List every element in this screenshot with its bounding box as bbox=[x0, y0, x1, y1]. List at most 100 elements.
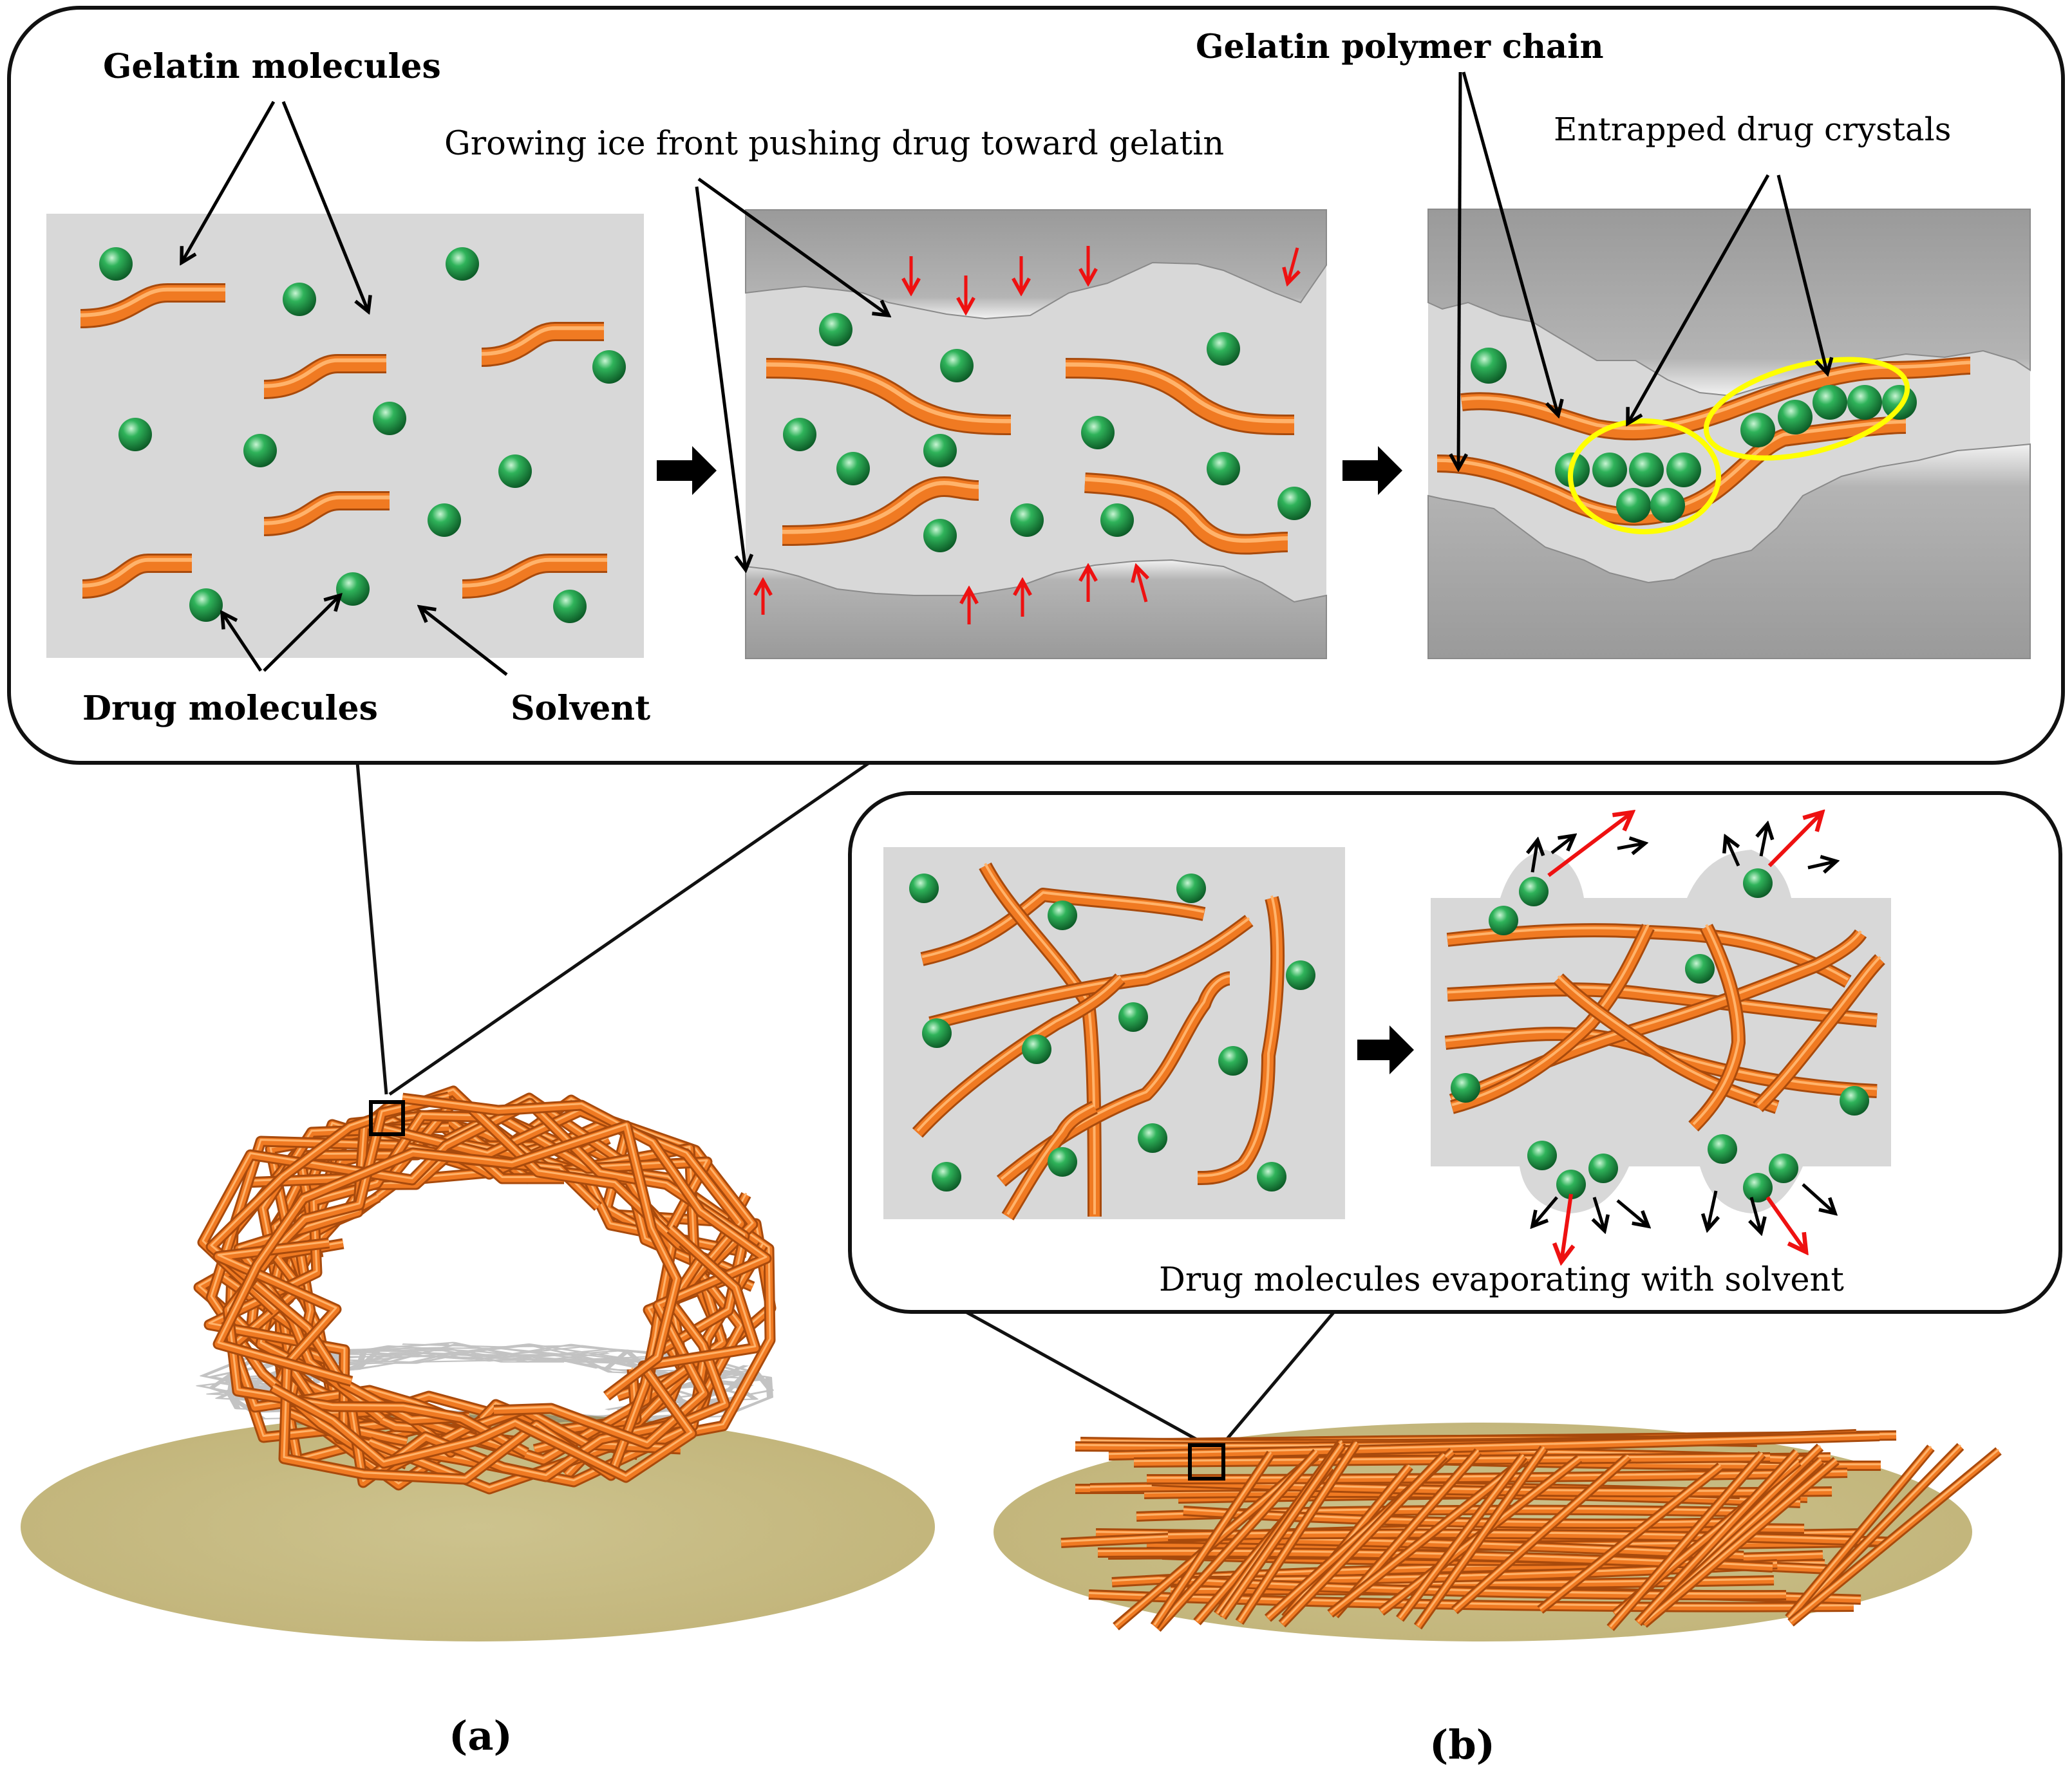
caption-b: (b) bbox=[1429, 1721, 1495, 1768]
scaffold-fiber-highlight bbox=[402, 1096, 768, 1444]
drug-molecule bbox=[1740, 413, 1775, 447]
drug-molecule bbox=[1048, 901, 1077, 930]
zoom-box-b bbox=[1188, 1443, 1225, 1481]
drug-molecule bbox=[1138, 1123, 1167, 1153]
bottom-callout-pointer bbox=[965, 1310, 1335, 1449]
panel-ice-front bbox=[745, 209, 1327, 659]
ice-front-bottom bbox=[745, 559, 1327, 659]
solvent-panel bbox=[1431, 850, 1891, 1213]
gelatin-molecule-highlight bbox=[782, 481, 979, 534]
drug-molecule bbox=[1451, 1073, 1480, 1103]
mat-fiber bbox=[1328, 1456, 1528, 1616]
mat-fiber-highlight bbox=[1281, 1453, 1446, 1624]
drug-molecules-group bbox=[783, 313, 1311, 552]
drug-molecule bbox=[1769, 1154, 1798, 1183]
drug-molecule bbox=[1743, 1173, 1773, 1202]
gelatin-fiber bbox=[1447, 984, 1878, 1025]
drug-molecule bbox=[1176, 874, 1206, 903]
gelatin-fiber bbox=[928, 916, 1252, 1029]
fiber-cage-3d bbox=[193, 1085, 777, 1495]
gelatin-fibers-group bbox=[912, 862, 1285, 1220]
top-label-pointers bbox=[182, 71, 1827, 676]
drug-molecule bbox=[1629, 453, 1664, 487]
mat-fiber-highlight bbox=[1238, 1441, 1358, 1622]
panel-solution bbox=[883, 847, 1345, 1220]
drug-molecule bbox=[1118, 1002, 1148, 1032]
gelatin-fiber-highlight bbox=[930, 917, 1250, 1023]
drug-molecule bbox=[1743, 868, 1773, 898]
gelatin-molecule-highlight bbox=[481, 326, 604, 356]
gelatin-molecule-highlight bbox=[82, 557, 192, 588]
drug-molecule bbox=[189, 588, 223, 622]
ice-push-arrows bbox=[763, 246, 1297, 624]
mat-fiber-highlight bbox=[1643, 1458, 1837, 1624]
mat-fiber-highlight bbox=[1787, 1446, 1932, 1618]
drug-molecule bbox=[1207, 452, 1240, 485]
mat-fiber bbox=[1789, 1448, 2001, 1625]
mat-fiber-highlight bbox=[1454, 1454, 1629, 1611]
evaporation-arrow-icon bbox=[1617, 843, 1645, 848]
drug-molecule bbox=[1708, 1134, 1737, 1164]
top-callout-pointer bbox=[355, 761, 871, 1096]
scaffold-fiber-highlight bbox=[232, 1241, 681, 1449]
gelatin-molecule bbox=[782, 478, 979, 544]
evaporation-arrow-icon bbox=[1547, 812, 1632, 877]
evaporation-arrow-icon bbox=[1726, 837, 1740, 867]
drug-molecule bbox=[1778, 400, 1813, 435]
mat-fiber-highlight bbox=[1399, 1454, 1525, 1618]
gelatin-fiber bbox=[921, 890, 1205, 964]
evaporation-arrow-icon bbox=[1708, 1190, 1716, 1229]
gelatin-fiber-highlight bbox=[916, 975, 1122, 1132]
mat-fiber-highlight bbox=[1088, 1592, 1854, 1607]
drug-molecule bbox=[1257, 1162, 1286, 1192]
drug-molecule bbox=[1840, 1086, 1869, 1116]
label-gelatin-polymer-chain: Gelatin polymer chain bbox=[1196, 28, 1604, 66]
drug-molecule bbox=[1588, 1154, 1618, 1183]
drug-molecule bbox=[1847, 385, 1882, 420]
drug-molecule bbox=[373, 402, 406, 435]
evaporation-arrow-icon bbox=[1532, 840, 1538, 873]
drug-molecule bbox=[1022, 1034, 1051, 1064]
scaffold-fiber-highlight bbox=[217, 1240, 656, 1479]
gelatin-molecule bbox=[263, 356, 386, 397]
gelatin-fiber bbox=[1554, 975, 1779, 1112]
gelatin-molecule bbox=[82, 555, 192, 597]
drug-molecules-group bbox=[1451, 868, 1869, 1202]
drug-molecule bbox=[940, 349, 974, 382]
evaporation-arrow-icon bbox=[1594, 1197, 1605, 1231]
evaporation-arrow-icon bbox=[1616, 1199, 1648, 1226]
zoom-box-a bbox=[369, 1100, 405, 1136]
scaffold-fiber-highlight bbox=[272, 1226, 757, 1477]
drug-molecule bbox=[1471, 348, 1507, 384]
drug-molecule bbox=[498, 454, 532, 488]
gelatin-fiber-highlight bbox=[921, 891, 1205, 958]
gelatin-fiber-highlight bbox=[1557, 975, 1778, 1107]
gelatin-fiber-highlight bbox=[1447, 986, 1878, 1020]
mat-fiber-highlight bbox=[1637, 1450, 1798, 1623]
drug-molecule bbox=[1592, 453, 1627, 487]
drug-molecule bbox=[1813, 385, 1847, 420]
scaffold-fiber bbox=[205, 1112, 711, 1428]
mat-fiber-highlight bbox=[1790, 1448, 1999, 1623]
drug-molecule bbox=[1081, 416, 1115, 449]
drug-molecule bbox=[1010, 503, 1044, 537]
panel-dispersed bbox=[46, 214, 644, 658]
gelatin-molecule-highlight bbox=[263, 358, 386, 388]
drug-molecule bbox=[1218, 1046, 1248, 1076]
drug-molecule bbox=[932, 1162, 961, 1192]
scaffold-fiber-highlight bbox=[210, 1089, 681, 1420]
drug-molecule bbox=[1666, 453, 1701, 487]
gelatin-molecule bbox=[766, 360, 1012, 433]
drug-molecule bbox=[923, 434, 957, 467]
ice-push-arrow-icon bbox=[1136, 566, 1146, 603]
drug-molecules-group bbox=[909, 874, 1315, 1192]
drug-molecule bbox=[819, 313, 852, 346]
mat-fiber-highlight bbox=[1797, 1444, 1962, 1612]
drug-molecule bbox=[99, 247, 133, 281]
process-arrow-icon bbox=[1357, 1025, 1414, 1074]
scaffold-b bbox=[994, 1423, 2002, 1641]
evaporation-arrows bbox=[1532, 812, 1836, 1262]
process-arrow-icon bbox=[1342, 446, 1402, 495]
gelatin-molecule bbox=[1065, 360, 1295, 433]
panel-evaporated bbox=[1431, 812, 1891, 1262]
